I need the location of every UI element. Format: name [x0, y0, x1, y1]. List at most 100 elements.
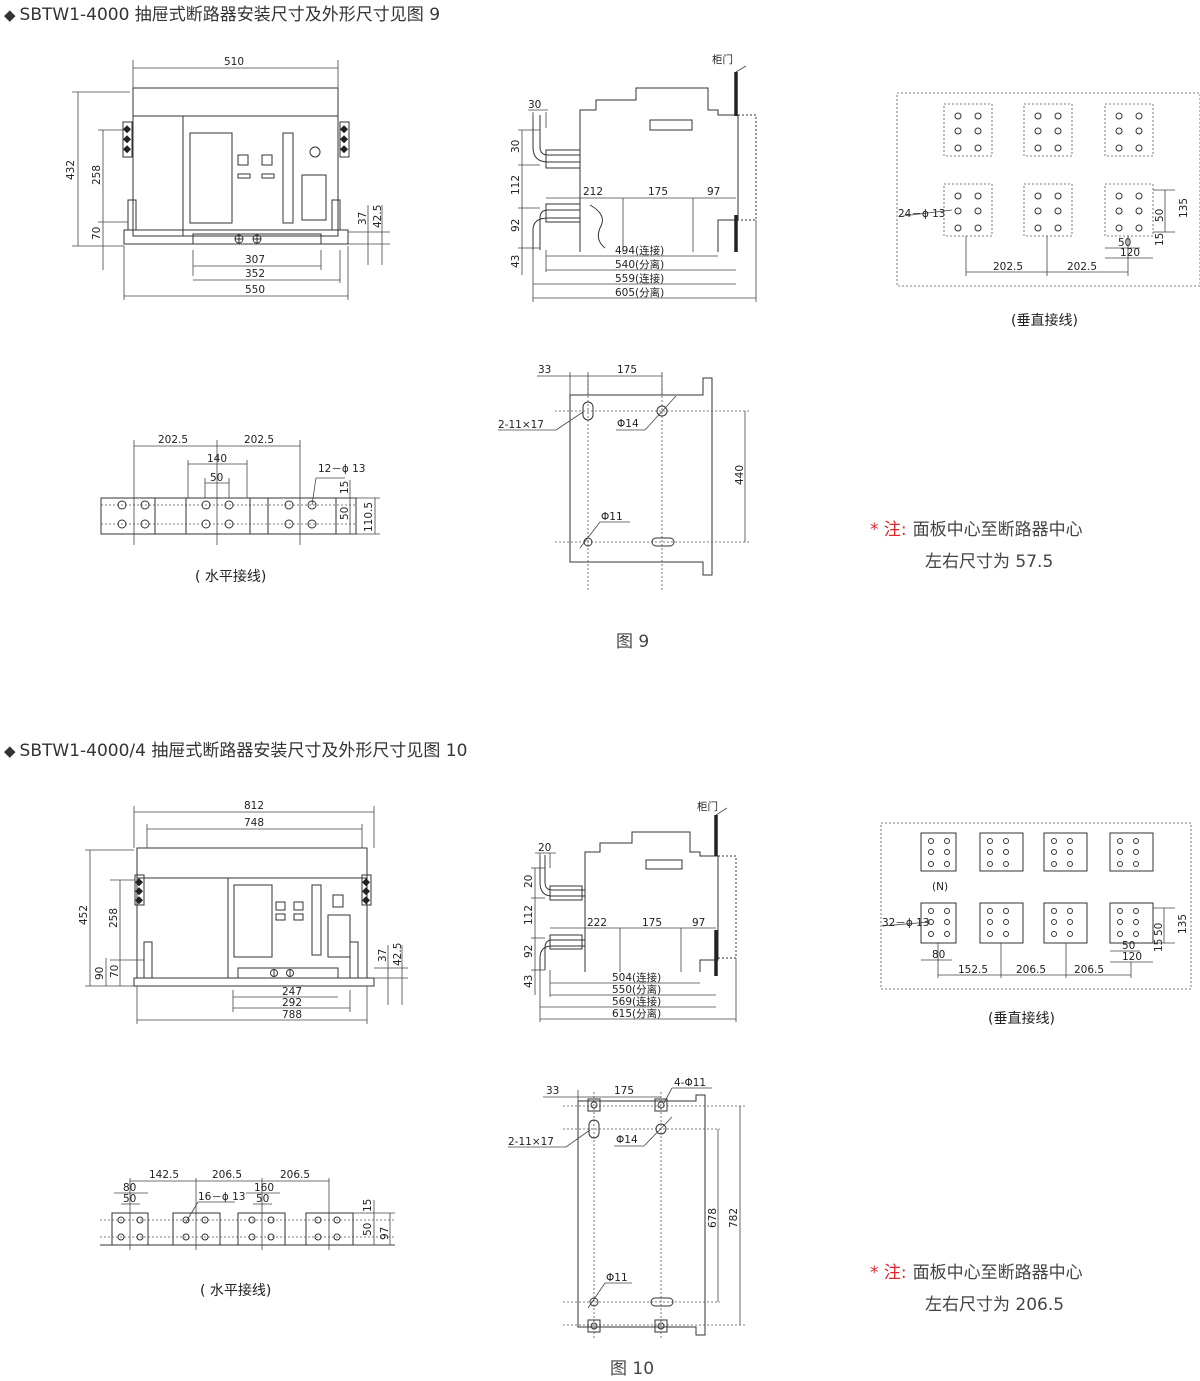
bolt-hole-icon [248, 1233, 256, 1241]
fig9-side-view: 柜门 30 30 112 92 43 212 175 97 494(连接) 54… [510, 53, 757, 302]
bolt-hole-icon [944, 919, 950, 925]
dim-text: 152.5 [958, 964, 988, 976]
bolt-hole-icon [987, 931, 993, 937]
dim-text: 50 [123, 1193, 136, 1205]
terminal-icon: ◆ [123, 133, 132, 145]
dim-text: 42.5 [392, 943, 404, 966]
bolt-hole-icon [1054, 112, 1062, 120]
dim-text: 97 [707, 186, 720, 198]
fig9-mounting-view: 33 175 2-11×17 Φ14 Φ11 440 [498, 364, 750, 590]
terminal-icon: ◆ [135, 885, 144, 897]
bolt-hole-icon [1003, 931, 1009, 937]
dim-text: 135 [1178, 198, 1190, 218]
bolt-hole-icon [224, 500, 234, 510]
bolt-hole-icon [944, 849, 950, 855]
bolt-hole-icon [928, 838, 934, 844]
terminal-icon: ◆ [123, 123, 132, 135]
terminal-icon: ◆ [340, 143, 349, 155]
dim-text: 292 [282, 997, 302, 1009]
bolt-hole-icon [1133, 861, 1139, 867]
terminal-icon: ◆ [340, 123, 349, 135]
dim-text: 112 [523, 905, 535, 925]
dim-text: 352 [245, 268, 265, 280]
dim-text: 202.5 [1067, 261, 1097, 273]
dim-text: 15 [1154, 233, 1166, 246]
bolt-hole-icon [944, 838, 950, 844]
dim-text: 175 [648, 186, 668, 198]
bolt-hole-icon [1133, 849, 1139, 855]
bolt-hole-icon [140, 500, 150, 510]
bolt-hole-icon [1117, 908, 1123, 914]
terminal-icon: ◆ [135, 876, 144, 888]
bolt-hole-icon [1054, 192, 1062, 200]
bolt-hole-icon [267, 1233, 275, 1241]
dim-text: 50 [339, 507, 351, 520]
bolt-hole-icon [1034, 127, 1042, 135]
bolt-hole-icon [1054, 224, 1062, 232]
terminal-icon: ◆ [362, 885, 371, 897]
dim-text: 80 [123, 1182, 136, 1194]
terminal-icon: ◆ [135, 894, 144, 906]
bolt-hole-icon [1051, 838, 1057, 844]
fig10-mounting-view: 33 175 4-Φ11 2-11×17 Φ14 Φ11 678 782 [508, 1077, 745, 1340]
dim-text: 92 [523, 945, 535, 958]
terminal-icon: ◆ [123, 143, 132, 155]
dim-text: 307 [245, 254, 265, 266]
dim-text: Φ11 [601, 511, 623, 523]
dim-text: 206.5 [1016, 964, 1046, 976]
bolt-hole-icon [1054, 207, 1062, 215]
bolt-hole-icon [1003, 861, 1009, 867]
dim-text: 258 [91, 165, 103, 185]
bolt-hole-icon [1135, 224, 1143, 232]
bolt-hole-icon [954, 207, 962, 215]
fig10-heading: ◆SBTW1-4000/4 抽屉式断路器安装尺寸及外形尺寸见图 10 [4, 741, 468, 761]
bolt-hole-icon [1034, 224, 1042, 232]
dim-text: 140 [207, 453, 227, 465]
bolt-hole-icon [944, 908, 950, 914]
bolt-hole-icon [944, 931, 950, 937]
fig10-front-view: ◆◆◆ ◆◆◆ 812 748 452 258 90 70 37 42.5 24… [78, 800, 408, 1024]
bolt-hole-icon [1034, 144, 1042, 152]
dim-text: 92 [510, 219, 522, 232]
bolt-hole-icon [928, 861, 934, 867]
dim-text: 510 [224, 56, 244, 68]
fig10-horizontal-label: ( 水平接线) [200, 1283, 272, 1299]
bolt-hole-icon [1034, 112, 1042, 120]
fig9-front-view: ◆◆◆ ◆◆◆ 510 432 258 70 37 42.5 307 352 5… [65, 56, 390, 300]
dim-text: 212 [583, 186, 603, 198]
bolt-hole-icon [1054, 144, 1062, 152]
bolt-hole-icon [117, 500, 127, 510]
bolt-hole-icon [974, 207, 982, 215]
dim-text: 258 [108, 908, 120, 928]
dim-text: 70 [109, 965, 121, 978]
dim-text: 788 [282, 1009, 302, 1021]
bolt-hole-icon [1115, 224, 1123, 232]
dim-text: 142.5 [149, 1169, 179, 1181]
bolt-hole-icon [954, 192, 962, 200]
dim-text: 748 [244, 817, 264, 829]
dim-text: 15 [362, 1199, 374, 1212]
bolt-hole-icon [333, 1233, 341, 1241]
dim-text: 33 [538, 364, 551, 376]
dim-text: 202.5 [158, 434, 188, 446]
dim-text: 222 [587, 917, 607, 929]
dim-text: 175 [617, 364, 637, 376]
neutral-label: (N) [932, 881, 948, 893]
bolt-hole-icon [1003, 908, 1009, 914]
dim-text: 135 [1177, 914, 1189, 934]
dim-text: 206.5 [212, 1169, 242, 1181]
bolt-hole-icon [1067, 931, 1073, 937]
dim-text: 202.5 [993, 261, 1023, 273]
dim-text: 452 [78, 905, 90, 925]
dim-text: 605(分离) [615, 286, 664, 299]
dim-text: 160 [254, 1182, 274, 1194]
bolt-hole-icon [954, 112, 962, 120]
bolt-hole-icon [314, 1233, 322, 1241]
bolt-hole-icon [928, 931, 934, 937]
dim-text: 80 [932, 949, 945, 961]
bolt-hole-icon [1115, 207, 1123, 215]
bolt-hole-icon [117, 1216, 125, 1224]
bolt-hole-icon [987, 838, 993, 844]
fig9-horizontal-connection: 202.5 202.5 140 50 12－ϕ 13 15 50 110.5 [100, 434, 380, 545]
dim-text: 43 [510, 255, 522, 268]
